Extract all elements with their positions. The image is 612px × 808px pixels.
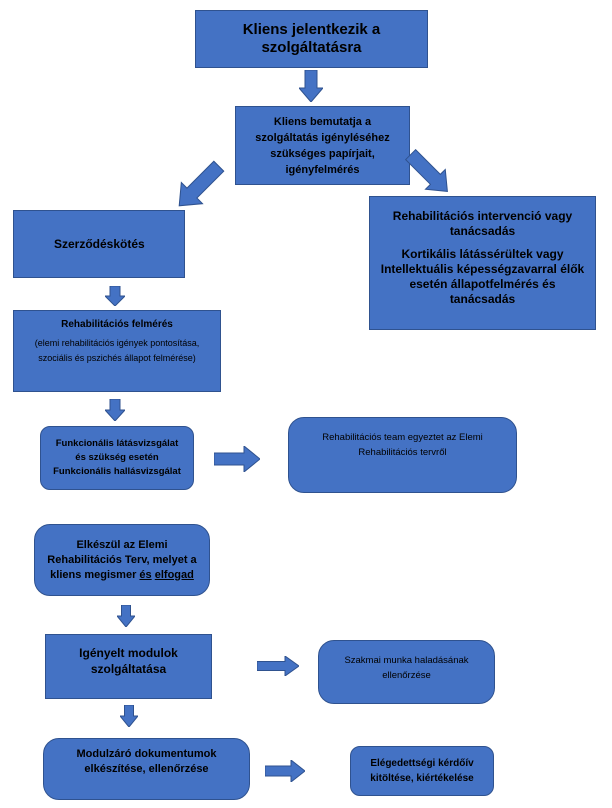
- step-satisfaction: Elégedettségi kérdőív kitöltése, kiérték…: [350, 746, 494, 796]
- step-progress-check: Szakmai munka haladásának ellenőrzése: [318, 640, 495, 704]
- arrow-right-3-icon: [265, 760, 305, 782]
- step-modules: Igényelt modulok szolgáltatása: [45, 634, 212, 699]
- step-rehab-team: Rehabilitációs team egyeztet az Elemi Re…: [288, 417, 517, 493]
- step-modules-text: Igényelt modulok szolgáltatása: [79, 646, 178, 676]
- arrow-right-1-icon: [214, 446, 260, 472]
- arrow-down-3-icon: [105, 399, 125, 421]
- step-rehab-plan-text-u1: és: [139, 568, 152, 581]
- step-module-closing-text: Modulzáró dokumentumok elkészítése, elle…: [76, 748, 217, 775]
- arrow-down-1-icon: [299, 70, 323, 102]
- step-rehab-intervention-line1: Rehabilitációs intervenció vagy tanácsad…: [392, 209, 573, 238]
- step-contract: Szerződéskötés: [13, 210, 185, 278]
- step-client-applies: Kliens jelentkezik a szolgáltatásra: [195, 10, 428, 68]
- step-rehab-plan-text-a: Elkészül az Elemi Rehabilitációs Terv, m…: [47, 538, 197, 581]
- arrow-down-2-icon: [105, 286, 125, 306]
- step-contract-text: Szerződéskötés: [54, 237, 145, 251]
- arrow-diag-right-icon: [404, 148, 448, 192]
- step-satisfaction-text: Elégedettségi kérdőív kitöltése, kiérték…: [370, 758, 474, 784]
- step-rehab-plan-text: Elkészül az Elemi Rehabilitációs Terv, m…: [45, 538, 199, 583]
- step-rehab-assessment: Rehabilitációs felmérés (elemi rehabilit…: [13, 310, 221, 392]
- arrow-down-5-icon: [120, 705, 138, 727]
- arrow-diag-left-icon: [178, 160, 225, 207]
- step-client-applies-text: Kliens jelentkezik a szolgáltatásra: [242, 21, 381, 56]
- arrow-right-2-icon: [257, 656, 299, 676]
- step-functional-exam: Funkcionális látásvizsgálat és szükség e…: [40, 426, 194, 490]
- step-rehab-assessment-title: Rehabilitációs felmérés: [61, 319, 173, 330]
- step-rehab-plan-text-u2: elfogad: [154, 568, 194, 581]
- step-client-documents: Kliens bemutatja a szolgáltatás igénylés…: [235, 106, 410, 185]
- step-progress-check-text: Szakmai munka haladásának ellenőrzése: [344, 655, 469, 681]
- step-rehab-plan: Elkészül az Elemi Rehabilitációs Terv, m…: [34, 524, 210, 596]
- step-rehab-intervention-line2: Kortikális látássérültek vagy Intellektu…: [380, 247, 585, 306]
- step-functional-exam-text: Funkcionális látásvizsgálat és szükség e…: [53, 438, 181, 477]
- arrow-down-4-icon: [117, 605, 135, 627]
- step-rehab-assessment-note: (elemi rehabilitációs igények pontosítás…: [34, 338, 200, 363]
- step-module-closing: Modulzáró dokumentumok elkészítése, elle…: [43, 738, 250, 800]
- step-rehab-team-text: Rehabilitációs team egyeztet az Elemi Re…: [322, 432, 483, 458]
- step-rehab-intervention: Rehabilitációs intervenció vagy tanácsad…: [369, 196, 596, 330]
- step-client-documents-text: Kliens bemutatja a szolgáltatás igénylés…: [255, 115, 390, 176]
